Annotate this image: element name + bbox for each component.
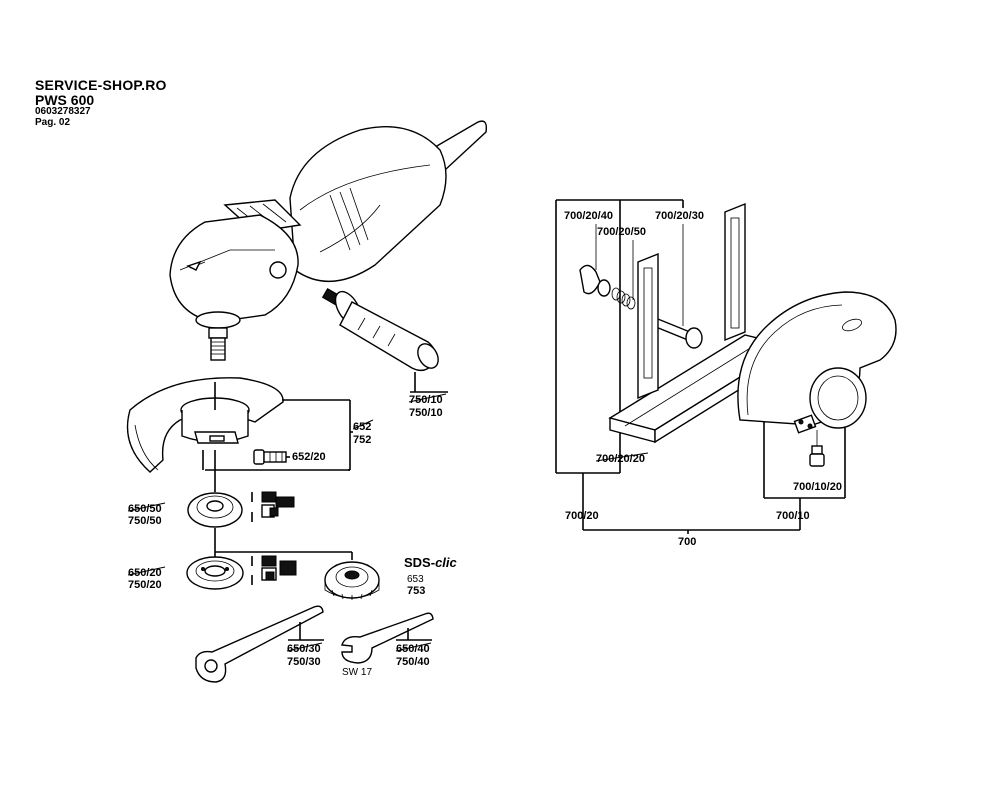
cut-guard-clamp-label: 700/10/20 — [793, 481, 842, 493]
sds-nut-label: 753 — [407, 585, 425, 597]
pin-spanner-drawing — [195, 605, 324, 683]
cutting-guard-drawing — [737, 291, 897, 467]
guard-screw-drawing — [253, 449, 290, 465]
cut-guard-assembly-label: 700/10 — [776, 510, 810, 522]
flange-profile-icon — [251, 555, 297, 585]
angle-grinder-drawing — [169, 120, 488, 361]
upper-flange-label: 750/50 — [128, 515, 162, 527]
wheel-guard-drawing — [126, 377, 284, 492]
cutting-kit-label: 700 — [678, 536, 696, 548]
spindle-thread — [210, 337, 226, 361]
sw17-spanner-label: 750/40 — [396, 656, 430, 668]
lower-flange-drawing — [186, 556, 244, 590]
pin-spanner-label: 750/30 — [287, 656, 321, 668]
fence-bolt-label: 700/20/30 — [655, 210, 704, 222]
sds-nut-old-label: 653 — [407, 574, 424, 585]
spring-drawing — [611, 287, 636, 310]
sds-clic-nut-drawing — [324, 561, 380, 600]
fence-base-old-label: 700/20/20 — [596, 453, 645, 465]
flange-profile-icon — [251, 491, 295, 522]
upper-flange-drawing — [187, 492, 243, 528]
fence-assembly-label: 700/20 — [565, 510, 599, 522]
guard-label: 752 — [353, 434, 371, 446]
lower-flange-label: 750/20 — [128, 579, 162, 591]
wing-nut-drawing — [579, 264, 611, 297]
site-title: SERVICE-SHOP.RO — [35, 77, 167, 93]
sds-clic-brand: SDS-clic — [404, 555, 458, 570]
handle-label: 750/10 — [409, 407, 443, 419]
pin-spanner-old-label: 650/30 — [287, 643, 321, 655]
model-name: PWS 600 — [35, 92, 95, 108]
part-number: 0603278327 — [35, 106, 91, 117]
sw17-spanner-old-label: 650/40 — [396, 643, 430, 655]
guard-old-label: 652 — [353, 421, 371, 433]
side-handle-drawing — [321, 287, 448, 393]
fence-spring-label: 700/20/50 — [597, 226, 646, 238]
page-number: Pag. 02 — [35, 117, 71, 128]
fence-wingnut-label: 700/20/40 — [564, 210, 613, 222]
sw17-spanner-drawing — [341, 612, 434, 664]
sw17-size-label: SW 17 — [342, 667, 372, 678]
guard-screw-label: 652/20 — [292, 451, 326, 463]
